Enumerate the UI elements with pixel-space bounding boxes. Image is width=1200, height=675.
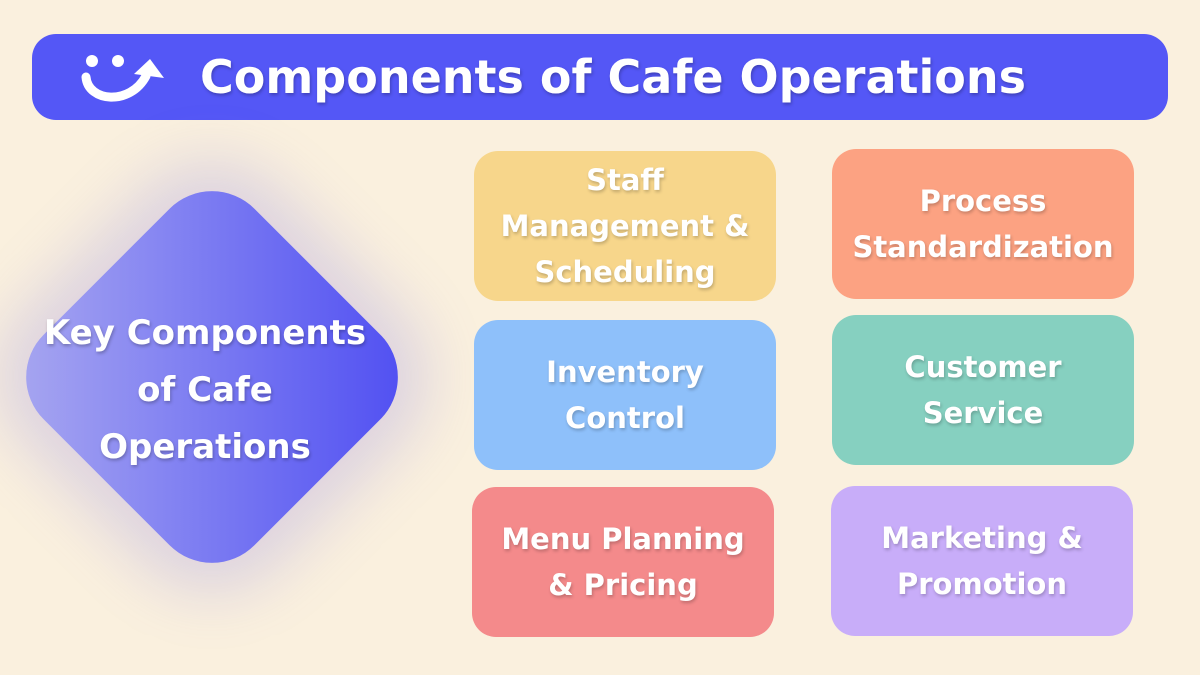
smile-arrow-icon — [81, 55, 164, 102]
component-label: Menu Planning & Pricing — [501, 522, 745, 602]
component-label: Customer Service — [904, 350, 1062, 430]
component-card-marketing-promotion: Marketing & Promotion — [831, 486, 1133, 636]
component-card-menu-planning: Menu Planning & Pricing — [472, 487, 774, 637]
component-label: Staff Management & Scheduling — [500, 163, 750, 289]
component-card-inventory-control: Inventory Control — [474, 320, 776, 470]
title-banner — [32, 34, 1168, 120]
component-label: Marketing & Promotion — [881, 521, 1083, 601]
component-label: Process Standardization — [852, 184, 1114, 264]
component-card-staff-management: Staff Management & Scheduling — [474, 151, 776, 301]
component-label: Inventory Control — [546, 355, 704, 435]
component-card-process-standardization: Process Standardization — [832, 149, 1134, 299]
central-label: Key Components of Cafe Operations — [43, 313, 367, 467]
page-title: Components of Cafe Operations — [200, 50, 1027, 104]
component-card-customer-service: Customer Service — [832, 315, 1134, 465]
